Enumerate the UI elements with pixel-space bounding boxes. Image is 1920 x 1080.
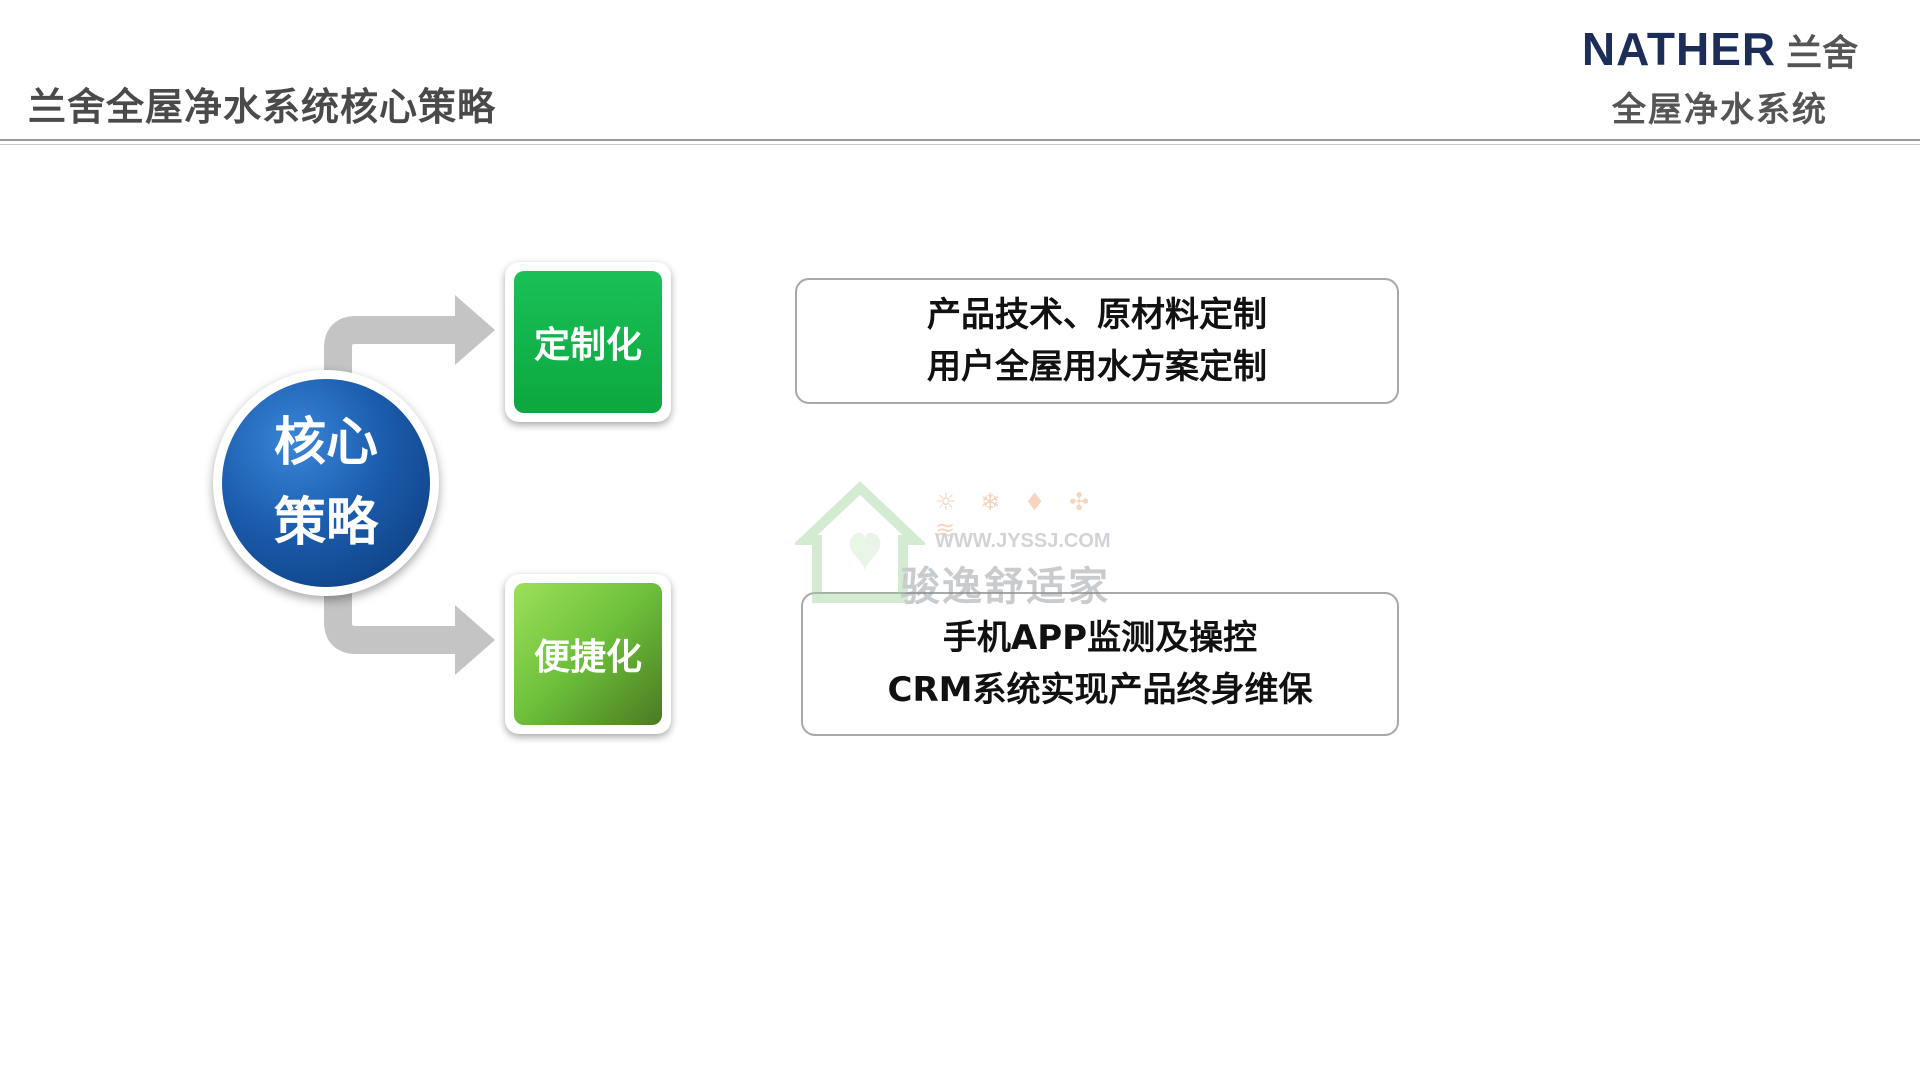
- arrow-down-head: [455, 605, 495, 675]
- description-box-convenience: 手机APP监测及操控 CRM系统实现产品终身维保: [801, 592, 1399, 736]
- arrow-up-connector: [324, 316, 462, 395]
- watermark-icons: ☼ ❄ ♦ ✣ ≋: [935, 488, 1098, 544]
- brand-subtitle: 全屋净水系统: [1612, 90, 1828, 130]
- tile-label: 定制化: [533, 325, 642, 366]
- tile-customization: 定制化: [505, 262, 671, 422]
- arrow-up-head: [455, 295, 495, 365]
- brand-name-cn: 兰舍: [1786, 33, 1859, 74]
- description-line: 用户全屋用水方案定制: [927, 347, 1267, 387]
- arrow-down-connector: [324, 575, 462, 654]
- core-label-line2: 策略: [273, 493, 378, 553]
- core-label-line1: 核心: [273, 413, 378, 473]
- core-strategy-circle: 核心 策略: [213, 370, 439, 596]
- header-divider-thin: [0, 144, 1920, 145]
- description-line: 手机APP监测及操控: [942, 618, 1258, 658]
- tile-convenience: 便捷化: [505, 574, 671, 734]
- watermark-url: WWW.JYSSJ.COM: [935, 530, 1111, 552]
- brand-name-en: NATHER: [1581, 23, 1777, 75]
- slide-title: 兰舍全屋净水系统核心策略: [28, 85, 497, 129]
- house-logo-icon: [795, 481, 925, 603]
- watermark: ☼ ❄ ♦ ✣ ≋ WWW.JYSSJ.COM 骏逸舒适家: [795, 480, 1125, 610]
- description-line: CRM系统实现产品终身维保: [887, 670, 1313, 710]
- description-line: 产品技术、原材料定制: [927, 295, 1267, 335]
- header-divider: [0, 139, 1920, 141]
- brand-logo: NATHER 兰舍 全屋净水系统: [1570, 22, 1870, 131]
- description-box-customization: 产品技术、原材料定制 用户全屋用水方案定制: [795, 278, 1399, 404]
- watermark-name: 骏逸舒适家: [900, 564, 1110, 610]
- tile-label: 便捷化: [533, 637, 642, 678]
